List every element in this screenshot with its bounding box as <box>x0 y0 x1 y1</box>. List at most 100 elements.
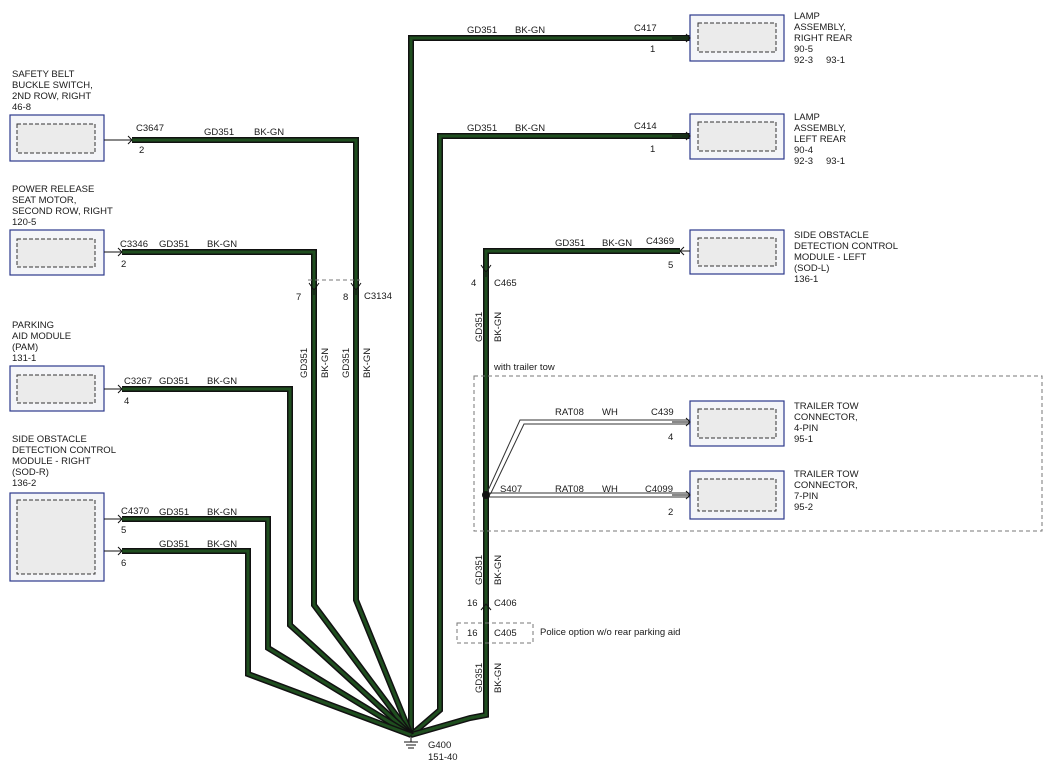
trailer-4pin-name-1: TRAILER TOW <box>794 401 859 412</box>
parking-aid-name-1: PARKING <box>12 320 54 331</box>
power-release-pin: 2 <box>121 259 126 270</box>
lamp-right-wire-id: GD351 <box>467 25 497 36</box>
trailer-tow-region <box>473 375 1043 532</box>
power-release-name-3: SECOND ROW, RIGHT <box>12 206 113 217</box>
trailer-7pin-connector: C4099 <box>645 484 673 495</box>
sod-left-ref: 136-1 <box>794 274 818 285</box>
main-vertical-wire-id-2: GD351 <box>474 555 485 585</box>
sod-right-name-1: SIDE OBSTACLE <box>12 434 87 445</box>
parking-aid-ref: 131-1 <box>12 353 36 364</box>
main-vertical-wire-color-2: BK-GN <box>493 555 504 585</box>
trailer-4pin-name-2: CONNECTOR, <box>794 412 858 423</box>
ground-symbol <box>404 735 418 749</box>
trailer-4pin-name-3: 4-PIN <box>794 423 818 434</box>
safety-belt-box <box>9 114 133 162</box>
safety-belt-name-1: SAFETY BELT <box>12 69 75 80</box>
lamp-right-name-3: RIGHT REAR <box>794 33 853 44</box>
sod-right-box <box>9 492 123 582</box>
sod-left-name-4: (SOD-L) <box>794 263 829 274</box>
safety-belt-name-3: 2ND ROW, RIGHT <box>12 91 91 102</box>
sod-right-b-wire-color: BK-GN <box>207 539 237 550</box>
safety-belt-wire-id: GD351 <box>204 127 234 138</box>
trailer-7pin-name-1: TRAILER TOW <box>794 469 859 480</box>
trailer-7pin-box <box>672 470 785 520</box>
vertical-wire-id-1: GD351 <box>299 348 310 378</box>
parking-aid-pin: 4 <box>124 396 129 407</box>
c3134-pin-b: 8 <box>343 292 348 303</box>
lamp-left-name-1: LAMP <box>794 112 820 123</box>
sod-right-b-wire-id: GD351 <box>159 539 189 550</box>
splice-s407 <box>482 491 490 499</box>
lamp-right-name-2: ASSEMBLY, <box>794 22 846 33</box>
trailer-wires <box>485 419 690 498</box>
parking-aid-box <box>9 365 123 412</box>
sod-right-pin-a: 5 <box>121 525 126 536</box>
power-release-connector: C3346 <box>120 239 148 250</box>
inline-connector-glyphs <box>308 264 492 611</box>
trailer-7pin-name-2: CONNECTOR, <box>794 480 858 491</box>
safety-belt-wire-color: BK-GN <box>254 127 284 138</box>
lamp-right-ref3: 93-1 <box>826 55 845 66</box>
safety-belt-ref: 46-8 <box>12 102 31 113</box>
sod-left-pin: 5 <box>668 260 673 271</box>
sod-left-box <box>679 229 785 275</box>
power-release-name-2: SEAT MOTOR, <box>12 195 76 206</box>
trailer-4pin-ref: 95-1 <box>794 434 813 445</box>
c406-pin: 16 <box>467 598 478 609</box>
main-vertical-wire-id-3: GD351 <box>474 663 485 693</box>
lamp-left-ref1: 90-4 <box>794 145 813 156</box>
lamp-right-box <box>672 14 785 62</box>
police-note: Police option w/o rear parking aid <box>540 627 680 638</box>
trailer-7pin-pin: 2 <box>668 507 673 518</box>
sod-left-name-1: SIDE OBSTACLE <box>794 230 869 241</box>
lamp-left-wire-id: GD351 <box>467 123 497 134</box>
sod-right-name-4: (SOD-R) <box>12 467 49 478</box>
safety-belt-name-2: BUCKLE SWITCH, <box>12 80 93 91</box>
parking-aid-name-2: AID MODULE <box>12 331 71 342</box>
lamp-left-name-2: ASSEMBLY, <box>794 123 846 134</box>
trailer-4pin-connector: C439 <box>651 407 674 418</box>
trailer-4pin-pin: 4 <box>668 432 673 443</box>
sod-right-name-3: MODULE - RIGHT <box>12 456 91 467</box>
sod-right-name-2: DETECTION CONTROL <box>12 445 116 456</box>
sod-right-pin-b: 6 <box>121 558 126 569</box>
c405-connector-box <box>456 622 534 644</box>
main-vertical-wire-color-3: BK-GN <box>493 663 504 693</box>
vertical-wire-id-2: GD351 <box>341 348 352 378</box>
sod-left-wire-id: GD351 <box>555 238 585 249</box>
sod-right-ref: 136-2 <box>12 478 36 489</box>
trailer-7pin-name-3: 7-PIN <box>794 491 818 502</box>
c405-connector: C405 <box>494 628 517 639</box>
trailer-4pin-wire-id: RAT08 <box>555 407 584 418</box>
parking-aid-name-3: (PAM) <box>12 342 38 353</box>
vertical-wire-color-2: BK-GN <box>362 348 373 378</box>
lamp-right-ref2: 92-3 <box>794 55 813 66</box>
trailer-note: with trailer tow <box>493 362 555 373</box>
sod-right-connector: C4370 <box>121 506 149 517</box>
power-release-wire-id: GD351 <box>159 239 189 250</box>
ground-wires <box>122 35 690 738</box>
power-release-name-1: POWER RELEASE <box>12 184 94 195</box>
lamp-left-pin: 1 <box>650 144 655 155</box>
safety-belt-connector: C3647 <box>136 123 164 134</box>
splice-label: S407 <box>500 484 522 495</box>
sod-left-connector: C4369 <box>646 236 674 247</box>
lamp-left-connector: C414 <box>634 121 657 132</box>
trailer-7pin-ref: 95-2 <box>794 502 813 513</box>
power-release-ref: 120-5 <box>12 217 36 228</box>
lamp-left-wire-color: BK-GN <box>515 123 545 134</box>
parking-aid-connector: C3267 <box>124 376 152 387</box>
lamp-left-name-3: LEFT REAR <box>794 134 846 145</box>
sod-left-wire-color: BK-GN <box>602 238 632 249</box>
c465-pin: 4 <box>471 278 476 289</box>
c405-pin: 16 <box>467 628 478 639</box>
lamp-right-ref1: 90-5 <box>794 44 813 55</box>
safety-belt-pin: 2 <box>139 145 144 156</box>
lamp-left-ref2: 92-3 <box>794 156 813 167</box>
c406-connector: C406 <box>494 598 517 609</box>
trailer-7pin-wire-color: WH <box>602 484 618 495</box>
sod-left-name-3: MODULE - LEFT <box>794 252 867 263</box>
power-release-box <box>9 229 123 276</box>
lamp-right-connector: C417 <box>634 23 657 34</box>
